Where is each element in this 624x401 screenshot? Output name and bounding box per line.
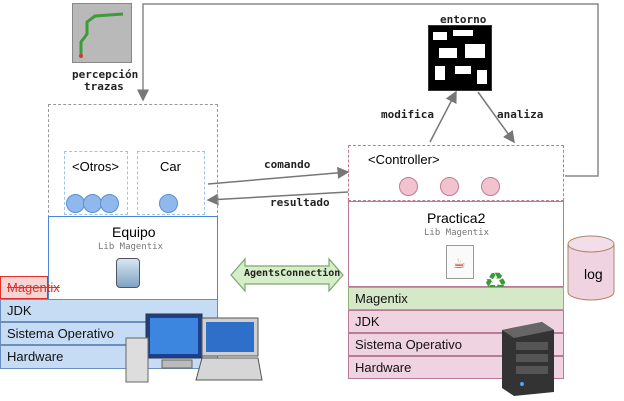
- computer-icon: [124, 308, 264, 384]
- trazas-label: trazas: [84, 80, 124, 93]
- server-icon: [498, 320, 556, 396]
- equipo-title: Equipo: [112, 224, 156, 240]
- otros-box: [64, 151, 128, 215]
- analiza-arrow: [477, 91, 515, 144]
- agents-connection-label: AgentsConnection: [244, 268, 341, 279]
- modifica-arrow: [429, 90, 457, 143]
- comando-label: comando: [264, 158, 311, 171]
- comando-arrow: [207, 166, 350, 185]
- layer-magentix-left: Magentix: [0, 276, 60, 299]
- car-label: Car: [160, 159, 181, 174]
- resultado-label: resultado: [270, 196, 330, 209]
- layer-jdk-right: JDK: [348, 310, 564, 333]
- entorno-label: entorno: [440, 13, 487, 26]
- database-icon: [566, 234, 616, 302]
- practica-subtitle: Lib Magentix: [424, 228, 490, 238]
- controller-label: <Controller>: [368, 152, 440, 167]
- percepcion-label: percepción: [72, 68, 139, 81]
- log-label: log: [584, 266, 603, 282]
- feedback-arrow: [137, 3, 599, 177]
- smiley-icon: [440, 177, 459, 196]
- car-box: [137, 151, 205, 215]
- practica-title: Practica2: [427, 210, 486, 226]
- smiley-icon: [100, 194, 119, 213]
- svg-text:☕: ☕: [453, 256, 466, 272]
- java-file-icon: ☕: [446, 245, 474, 279]
- trace-map-icon: [72, 3, 132, 63]
- modifica-label: modifica: [381, 108, 434, 121]
- environment-map-icon: [428, 25, 492, 91]
- controller-box: [348, 145, 564, 201]
- smiley-icon: [481, 177, 500, 196]
- resultado-arrow: [206, 191, 349, 206]
- agents-connection-arrow: [229, 256, 345, 294]
- otros-label: <Otros>: [72, 159, 119, 174]
- smiley-icon: [159, 194, 178, 213]
- smiley-icon: [399, 177, 418, 196]
- analiza-label: analiza: [497, 108, 544, 121]
- equipo-subtitle: Lib Magentix: [98, 242, 164, 252]
- box-icon: [116, 258, 140, 288]
- layer-magentix-right: Magentix: [348, 287, 564, 310]
